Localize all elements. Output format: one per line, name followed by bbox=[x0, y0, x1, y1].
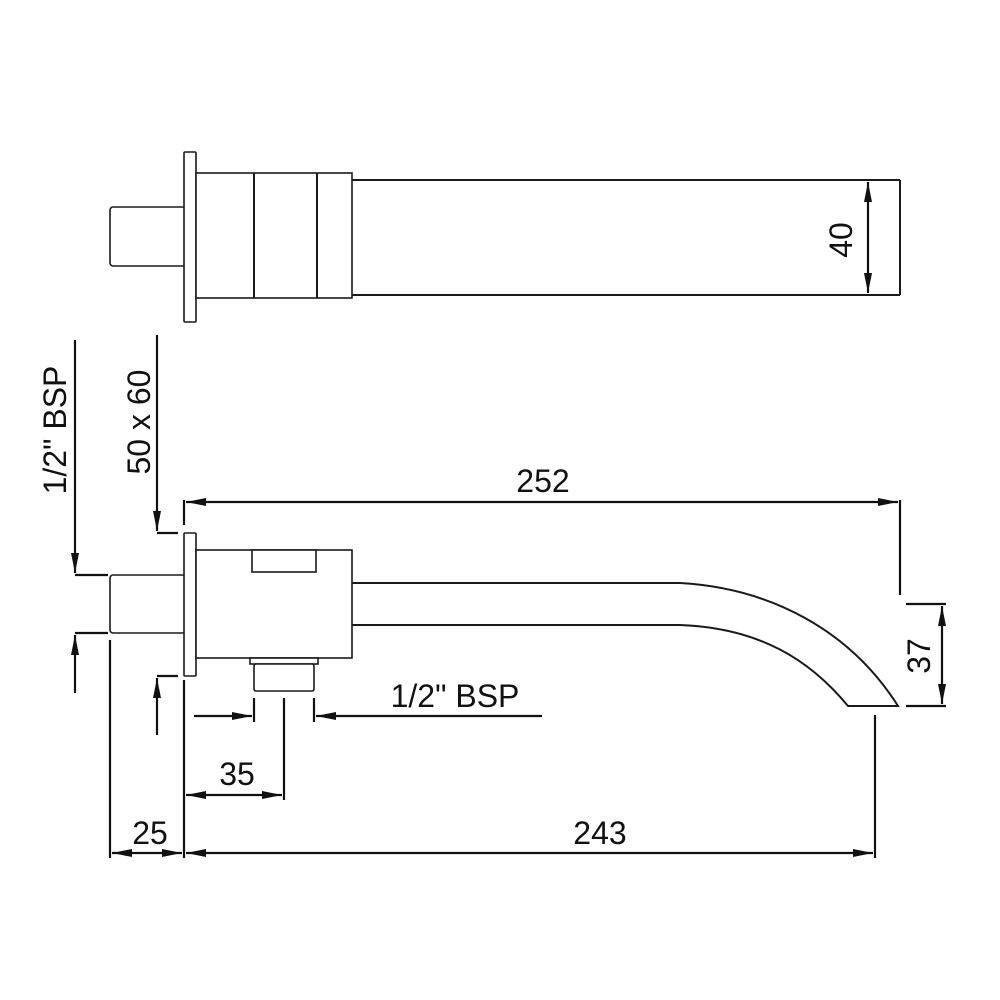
side-wall-flange bbox=[183, 532, 197, 677]
side-body-notch bbox=[251, 549, 317, 573]
dim-bsp-left-label: 1/2" BSP bbox=[37, 366, 73, 495]
top-spout bbox=[352, 179, 900, 296]
dim-25-label: 25 bbox=[132, 815, 168, 851]
side-outlet-thread bbox=[253, 663, 315, 692]
top-inlet-stub bbox=[109, 206, 187, 267]
side-spout bbox=[352, 582, 900, 707]
dim-252-label: 252 bbox=[516, 463, 569, 499]
dim-35-label: 35 bbox=[219, 756, 255, 792]
dimensions: 252 37 50 x 60 1/2" BSP 1/2" BSP 35 bbox=[37, 335, 946, 858]
dim-50x60-label: 50 x 60 bbox=[121, 370, 157, 475]
dim-40-label: 40 bbox=[823, 222, 859, 258]
dim-243-label: 243 bbox=[573, 815, 626, 851]
side-view bbox=[109, 532, 900, 707]
dim-bsp-bottom-label: 1/2" BSP bbox=[391, 678, 520, 714]
top-view: 40 bbox=[109, 151, 901, 323]
dim-37-label: 37 bbox=[901, 638, 937, 674]
top-wall-flange bbox=[183, 151, 197, 323]
side-inlet-stub bbox=[109, 574, 187, 634]
top-body bbox=[195, 172, 353, 299]
side-outlet-lip bbox=[249, 657, 319, 665]
